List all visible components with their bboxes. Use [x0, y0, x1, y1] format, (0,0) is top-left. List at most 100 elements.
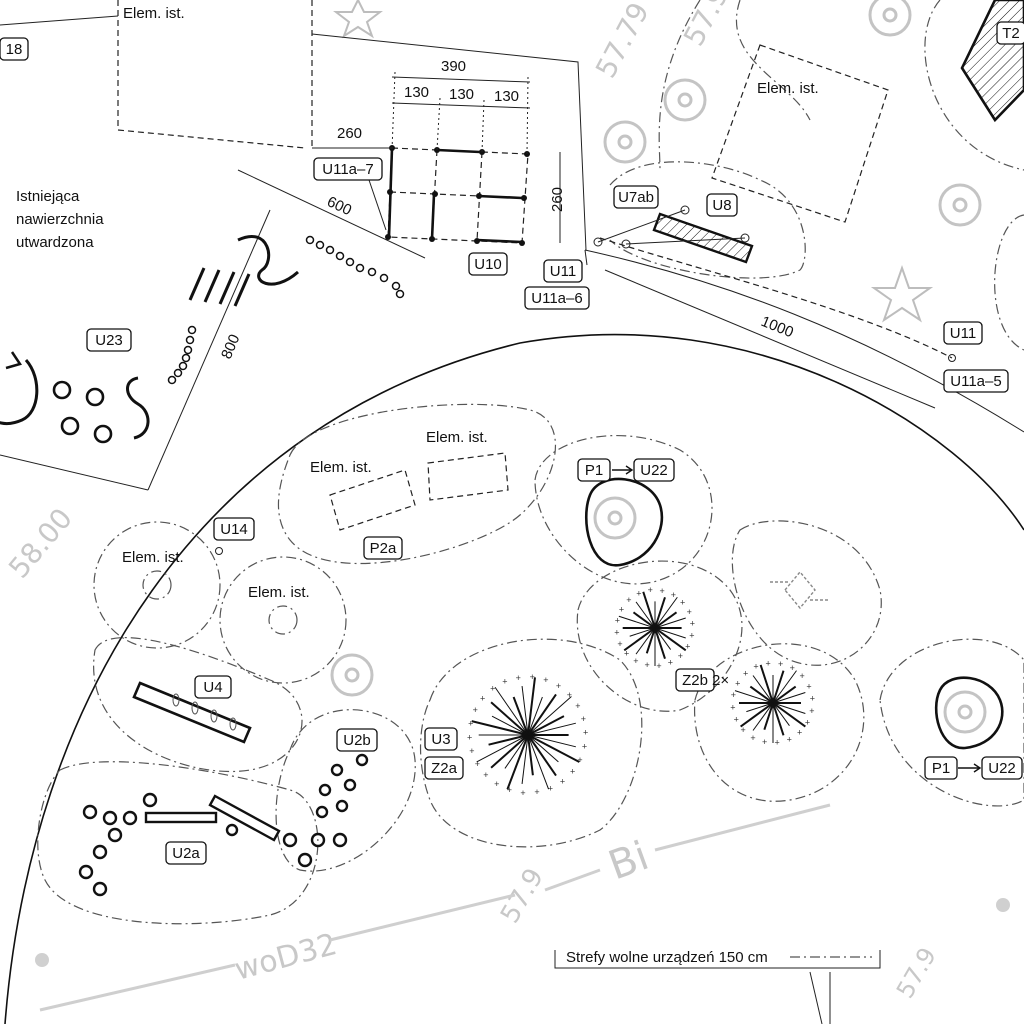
zone-outline	[924, 0, 1024, 171]
svg-text:+: +	[530, 672, 535, 682]
dimension-label: 600	[324, 193, 354, 219]
tag-label: T2	[1002, 25, 1020, 42]
tag-label: Z2b	[682, 672, 708, 689]
street-line	[329, 893, 516, 942]
tag-u2a: U2a	[165, 841, 207, 865]
tag-u22: U22	[633, 458, 675, 482]
svg-text:+: +	[689, 631, 694, 641]
svg-text:+: +	[806, 681, 811, 691]
u10-grid-structure	[368, 145, 530, 246]
svg-text:+: +	[575, 701, 580, 711]
existing-element-label: Elem. ist.	[248, 584, 310, 601]
playground-boundary	[4, 333, 1024, 1024]
svg-text:+: +	[633, 656, 638, 666]
svg-text:+: +	[743, 669, 748, 679]
tag-label: P1	[932, 760, 950, 777]
svg-text:+: +	[583, 728, 588, 738]
svg-text:+: +	[543, 675, 548, 685]
svg-text:+: +	[468, 718, 473, 728]
tag-label: U3	[431, 731, 450, 748]
surface-label: utwardzona	[16, 234, 94, 251]
dimension-label: 390	[441, 58, 466, 75]
svg-text:+: +	[805, 718, 810, 728]
tag-label: U2a	[172, 845, 200, 862]
svg-text:+: +	[469, 746, 474, 756]
tag-p1: P1	[577, 458, 611, 482]
svg-text:+: +	[680, 597, 685, 607]
zone-outline	[994, 214, 1024, 351]
svg-text:+: +	[775, 738, 780, 748]
cable-route	[599, 237, 953, 359]
marker-dot	[35, 953, 49, 967]
tag-u22: U22	[981, 756, 1023, 780]
svg-text:+: +	[626, 595, 631, 605]
tag-u11: U11	[943, 321, 983, 345]
tree-z2a-icon: ++++++++++++++++++++++++++	[467, 672, 588, 798]
svg-text:+: +	[502, 677, 507, 687]
zone-outline	[609, 161, 806, 279]
tag-p2a: P2a	[363, 536, 403, 560]
tree-z2b-icon: ++++++++++++++++++++	[730, 658, 815, 747]
tag-u23: U23	[86, 328, 132, 352]
tag-u11: U11	[543, 259, 583, 283]
free-zones	[37, 403, 1024, 925]
svg-text:+: +	[656, 661, 661, 671]
svg-text:+: +	[548, 783, 553, 793]
svg-text:+: +	[668, 658, 673, 668]
existing-element-label: Elem. ist.	[310, 459, 372, 476]
tag-u11a-5: U11a–5	[943, 369, 1009, 393]
svg-text:+: +	[556, 681, 561, 691]
elevation-label: 57.79	[589, 0, 656, 83]
zone-outline	[735, 0, 811, 121]
svg-text:+: +	[660, 586, 665, 596]
point-marker	[948, 354, 956, 362]
svg-text:+: +	[516, 673, 521, 683]
tag-z2b: Z2b	[675, 668, 715, 692]
wall-segment	[430, 193, 436, 240]
elevation-label: 58.00	[2, 502, 79, 585]
tag-u7ab: U7ab	[613, 185, 659, 209]
wall-segment	[476, 238, 523, 244]
svg-text:+: +	[520, 788, 525, 798]
svg-text:+: +	[731, 690, 736, 700]
svg-text:+: +	[810, 693, 815, 703]
grid-outline	[387, 147, 529, 244]
svg-text:+: +	[617, 639, 622, 649]
legend-text: Strefy wolne urządzeń 150 cm	[566, 949, 768, 966]
tag-u8: U8	[706, 193, 738, 217]
tag-label: U11a–6	[531, 290, 582, 307]
existing-element-label: Elem. ist.	[426, 429, 488, 446]
svg-text:+: +	[570, 767, 575, 777]
svg-text:+: +	[787, 734, 792, 744]
street-label: Bi	[603, 833, 655, 889]
svg-text:+: +	[741, 725, 746, 735]
svg-text:+: +	[581, 714, 586, 724]
star-icon	[333, 0, 383, 39]
zone-outline	[658, 0, 701, 171]
tag-label: U22	[640, 462, 668, 479]
svg-text:+: +	[678, 651, 683, 661]
tag-label: Z2a	[431, 760, 458, 777]
dimension-label: 260	[337, 125, 362, 142]
tag-label: 18	[6, 41, 23, 58]
svg-text:+: +	[624, 649, 629, 659]
svg-text:+: +	[467, 732, 472, 742]
tag-label: U8	[712, 197, 731, 214]
svg-text:+: +	[797, 727, 802, 737]
direction-arrows-icon	[770, 570, 830, 610]
base-map-layer: 57.79 57.9 58.00 57.9 57.9 woD32 Bi	[2, 0, 1010, 1012]
planting-bed	[584, 477, 664, 567]
u4-equipment	[132, 681, 252, 744]
hatched-object	[960, 0, 1024, 123]
tag-label: U23	[95, 332, 123, 349]
tag-label: U7ab	[618, 189, 654, 206]
svg-text:+: +	[648, 585, 653, 595]
leader-line	[368, 179, 387, 231]
svg-text:+: +	[483, 770, 488, 780]
dimension-label: 800	[218, 332, 243, 362]
tag-z2a: Z2a	[424, 756, 464, 780]
existing-element-label: Elem. ist.	[122, 549, 184, 566]
tag-u11a-6: U11a–6	[524, 286, 590, 310]
tag-label: U14	[220, 521, 248, 538]
